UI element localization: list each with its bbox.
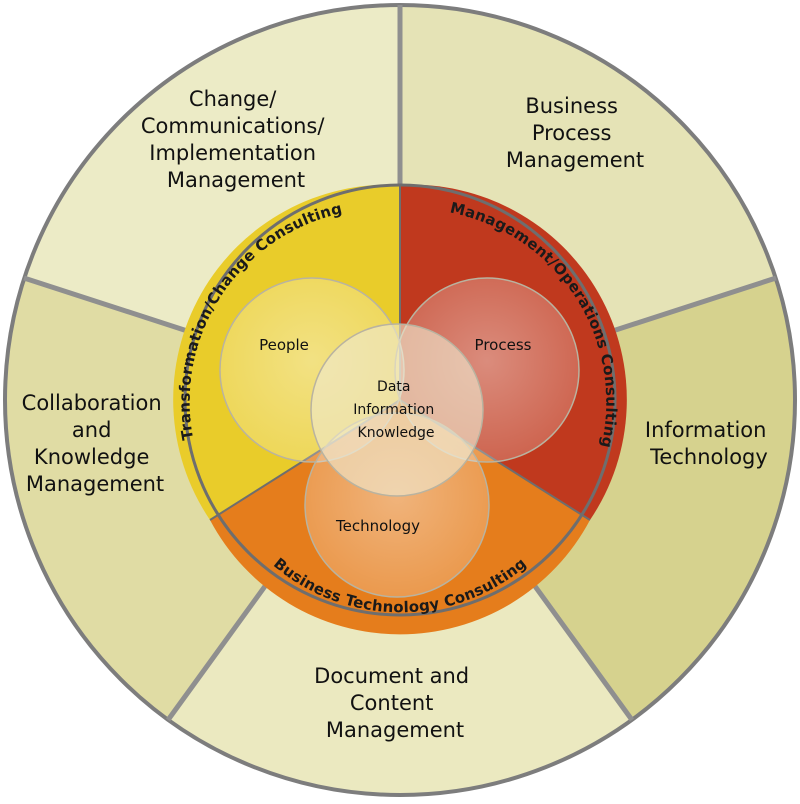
label-change-management: Change/ Communications/ Implementation M…	[141, 87, 331, 192]
label-business-process-management: Business Process Management	[506, 94, 644, 172]
label-process: Process	[475, 336, 532, 354]
outer-labels: Change/ Communications/ Implementation M…	[22, 87, 773, 742]
label-data-information-knowledge: Data Information Knowledge	[353, 379, 439, 441]
venn-diagram	[219, 277, 580, 598]
venn-circle-center	[310, 323, 484, 497]
label-information-technology: Information Technology	[645, 418, 773, 469]
label-document-content-management: Document and Content Management	[314, 664, 476, 742]
label-technology: Technology	[335, 517, 420, 535]
label-collaboration-knowledge-management: Collaboration and Knowledge Management	[22, 391, 169, 496]
venn-labels: People Process Technology Data Informati…	[259, 336, 532, 535]
label-people: People	[259, 336, 309, 354]
